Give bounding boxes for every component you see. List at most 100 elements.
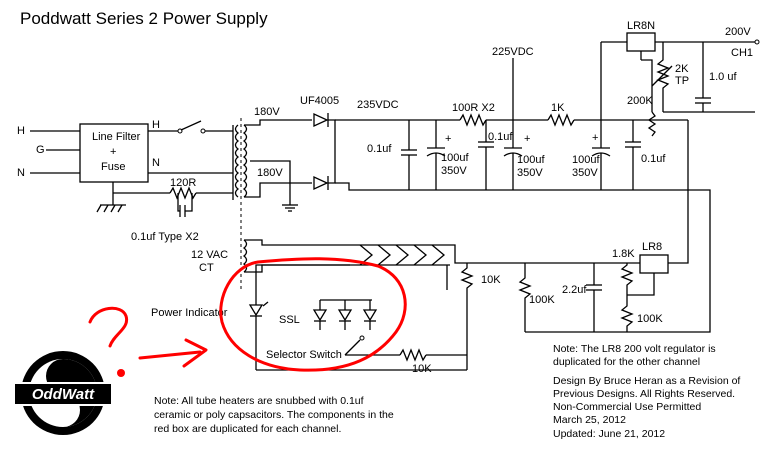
ch1-terminal <box>754 39 760 45</box>
lr8-box <box>639 254 669 274</box>
diode-uf4005-bottom <box>313 175 329 191</box>
note-left-line-2: ceramic or poly capsacitors. The compone… <box>154 409 394 421</box>
red-question-mark <box>88 306 129 348</box>
resistor-100r-x2 <box>459 113 487 127</box>
snubber-cap-lead-left <box>177 193 180 212</box>
c10-label: 1.0 uf <box>709 71 737 83</box>
transformer-secondary-hv <box>242 119 312 205</box>
v180-top-label: 180V <box>254 106 280 118</box>
note-right-line-6: Non-Commercial Use Permitted <box>553 401 701 413</box>
input-n-label: N <box>17 167 25 179</box>
c100-3a-label: 100uf <box>572 154 600 166</box>
ground-symbol-left <box>96 182 126 213</box>
r120-label: 120R <box>170 177 196 189</box>
led-supply-wire <box>255 264 350 268</box>
c01-c-label: 0.1uf <box>641 153 666 165</box>
red-arrow-head <box>182 338 208 368</box>
vac12-label: 12 VAC <box>191 249 228 261</box>
r10k-a-label: 10K <box>481 274 501 286</box>
v235-label: 235VDC <box>357 99 399 111</box>
power-indicator-led <box>248 268 269 370</box>
resistor-10k-vertical <box>460 263 474 370</box>
lr8-output-wire <box>668 190 689 264</box>
selector-switch[interactable] <box>344 335 365 356</box>
cap-01uf-b <box>478 120 494 190</box>
filter-n-out: N <box>152 157 160 169</box>
cap-100uf-2 <box>503 58 523 190</box>
input-g-label: G <box>36 144 45 156</box>
c22-label: 2.2uf <box>562 284 587 296</box>
line-filter-label: Line Filter <box>92 131 141 143</box>
filter-h-out: H <box>152 119 160 131</box>
logo-text: OddWatt <box>32 386 95 403</box>
cap-100uf-3 <box>591 42 611 190</box>
plus2-label: + <box>524 133 530 145</box>
note-right-line-7: March 25, 2012 <box>553 414 626 426</box>
heater-bridge-network <box>359 244 525 290</box>
cap-1uf <box>695 42 711 112</box>
note-right-line-5: Previous Designs. All Rights Reserved. <box>553 388 735 400</box>
ssl-leds <box>312 299 378 330</box>
pot-2k <box>656 42 670 112</box>
cap-01uf-a <box>401 120 417 190</box>
note-right: Note: The LR8 200 volt regulator is dupl… <box>553 343 740 440</box>
ground-symbol-ct <box>282 204 298 212</box>
plus3-label: + <box>592 132 598 144</box>
resistor-1-8k <box>620 263 634 295</box>
r2k-label: 2K <box>675 63 689 75</box>
note-right-line-8: Updated: June 21, 2012 <box>553 428 665 440</box>
red-highlight-loop <box>219 257 407 372</box>
red-question-dot <box>117 369 125 377</box>
red-arrow-shaft <box>138 350 202 360</box>
ssl-label: SSL <box>279 314 300 326</box>
plus1-label: + <box>445 133 451 145</box>
input-h-label: H <box>17 125 25 137</box>
note-right-line-1: Note: The LR8 200 volt regulator is <box>553 343 716 355</box>
resistor-100k-b <box>620 295 634 332</box>
c01-a-label: 0.1uf <box>367 143 392 155</box>
r1k-label: 1K <box>551 102 565 114</box>
r1-8k-label: 1.8K <box>612 248 635 260</box>
tp-label: TP <box>675 75 689 87</box>
c01-type-label: 0.1uf Type X2 <box>131 231 199 243</box>
pot-2k-arrow <box>651 65 673 87</box>
ground-return-rail <box>335 182 688 191</box>
resistor-200k <box>647 111 657 137</box>
mains-wires <box>30 130 80 174</box>
lr8-ground-wire <box>525 189 711 333</box>
snubber-cap-lead-right <box>185 193 193 212</box>
line-filter-box <box>79 123 149 183</box>
power-switch <box>148 120 233 174</box>
selector-switch-label: Selector Switch <box>266 349 342 361</box>
r10k-b-label: 10K <box>412 363 432 375</box>
c100-2b-label: 350V <box>517 167 543 179</box>
r100k-a-label: 100K <box>529 294 555 306</box>
note-right-line-4: Design By Bruce Heran as a Revision of <box>553 375 740 387</box>
note-left-line-3: red box are duplicated for each channel. <box>154 423 341 435</box>
c100-1b-label: 350V <box>441 165 467 177</box>
resistor-100k-a <box>518 263 532 332</box>
cap-01uf-c <box>625 120 641 190</box>
adj-wire <box>641 59 653 112</box>
c100-3b-label: 350V <box>572 167 598 179</box>
oddwatt-logo: OddWatt <box>13 351 113 435</box>
note-left-line-1: Note: All tube heaters are snubbed with … <box>154 395 364 407</box>
page-title: Poddwatt Series 2 Power Supply <box>20 9 268 28</box>
diode-uf4005-top <box>313 112 329 128</box>
r200k-label: 200K <box>627 95 653 107</box>
cap-2-2uf <box>586 263 602 332</box>
transformer-primary <box>232 124 240 200</box>
uf4005-label: UF4005 <box>300 95 339 107</box>
ch1-label: CH1 <box>731 47 753 59</box>
cap-100uf-1 <box>426 120 446 190</box>
note-left: Note: All tube heaters are snubbed with … <box>154 395 394 435</box>
resistor-1k <box>547 113 575 127</box>
v180-bottom-label: 180V <box>257 167 283 179</box>
c100-1a-label: 100uf <box>441 152 469 164</box>
lr8-label: LR8 <box>642 241 662 253</box>
ct-label: CT <box>199 262 214 274</box>
transformer-secondary-lv <box>242 239 400 273</box>
r100x2-label: 100R X2 <box>452 102 495 114</box>
